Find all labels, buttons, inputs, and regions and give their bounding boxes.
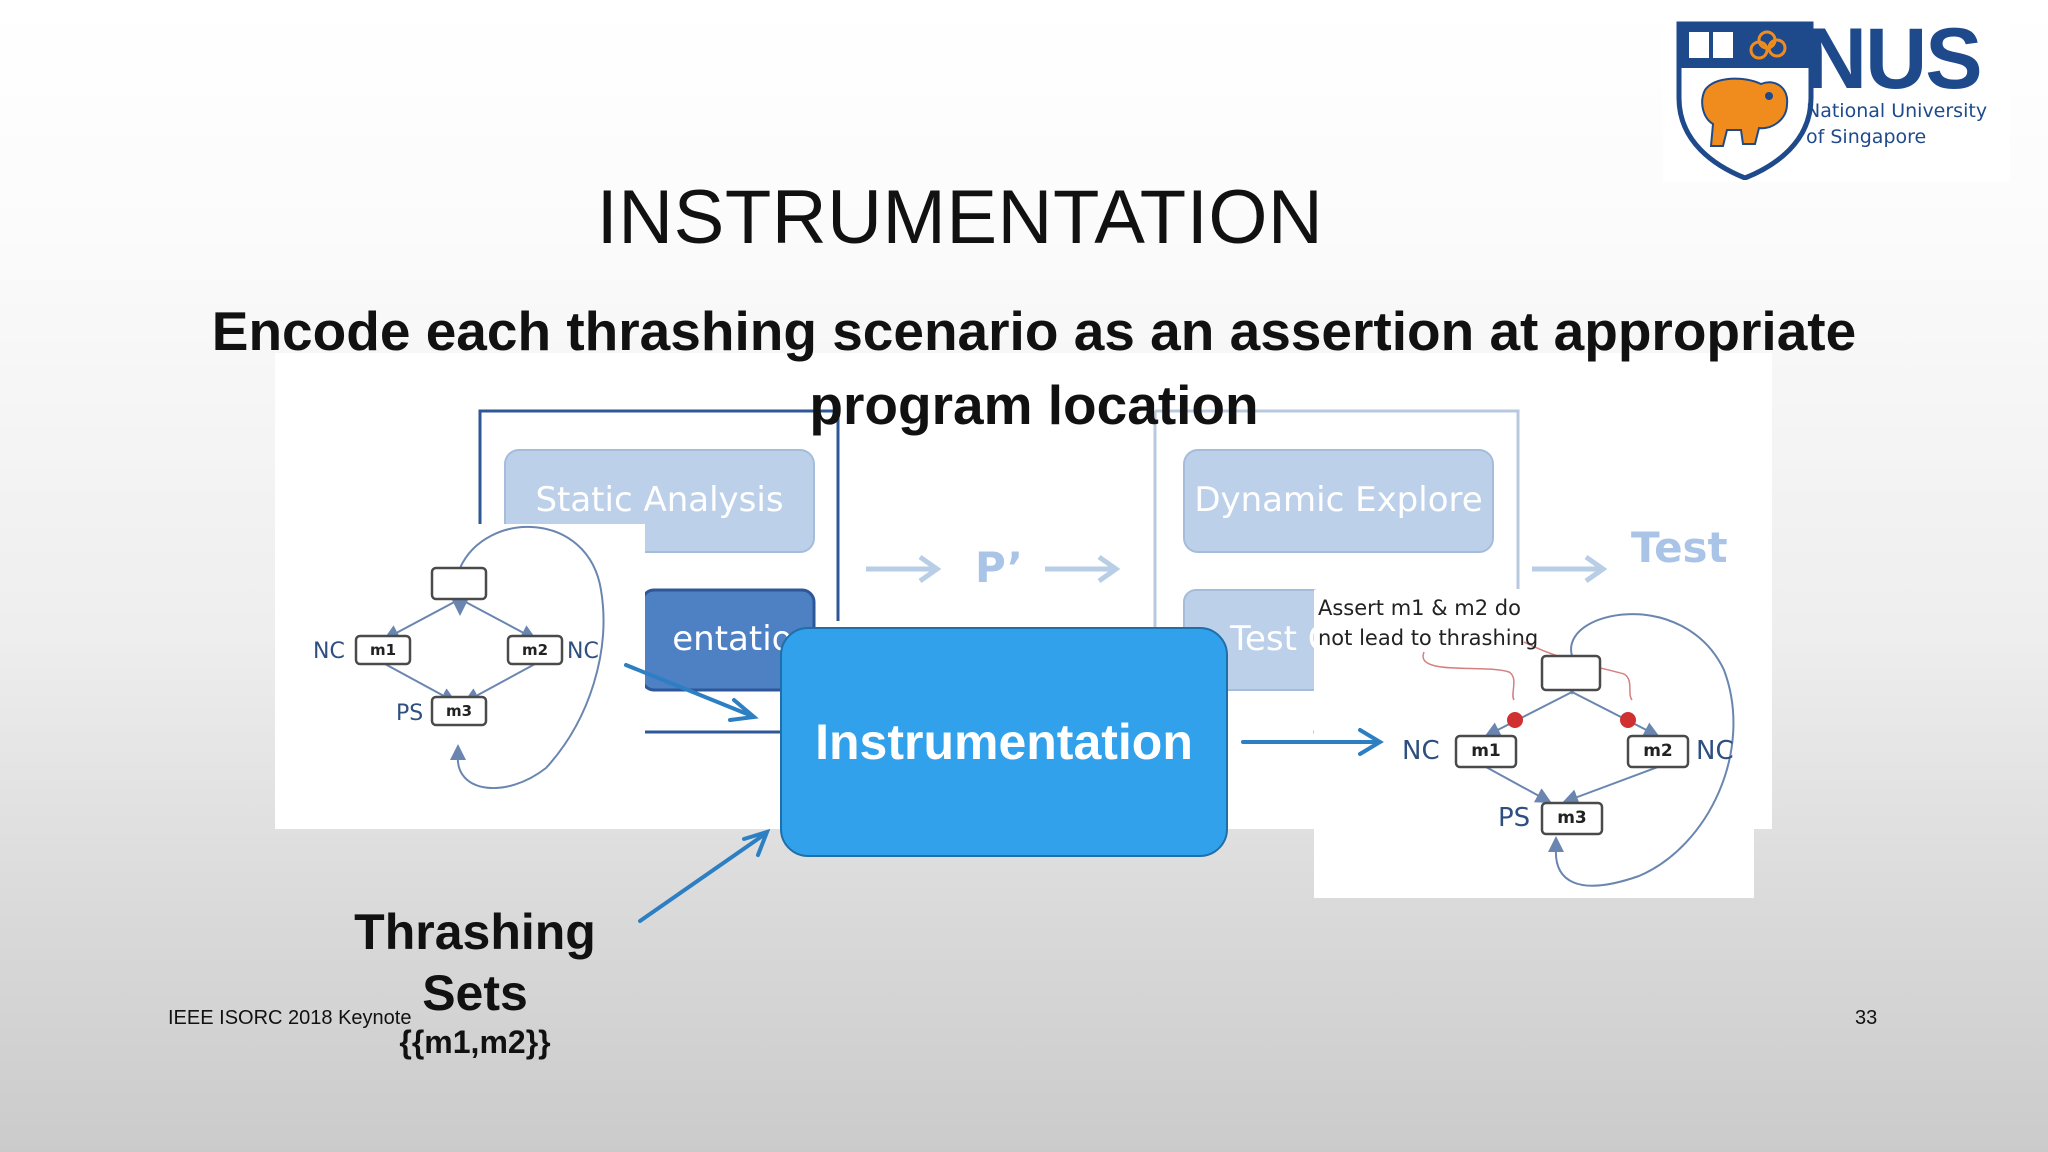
left-cfg-m2-tag: NC — [567, 639, 599, 664]
arrow-thrashing-to-instrumentation — [638, 832, 767, 923]
right-cfg-node-m2 — [1626, 734, 1690, 769]
right-cfg-m3-label: m3 — [1557, 808, 1587, 828]
left-cfg-node-m3 — [430, 695, 488, 727]
p-prime-label: P’ — [975, 543, 1023, 592]
right-cfg-m3-tag: PS — [1498, 803, 1531, 833]
right-cfg-m1-tag: NC — [1402, 736, 1440, 766]
right-cfg-entry-node — [1540, 654, 1602, 692]
assert-annotation-line2: not lead to thrashing — [1318, 626, 1539, 650]
left-cfg-entry-node — [430, 566, 488, 601]
left-cfg-node-m2 — [506, 634, 564, 666]
left-cfg-m3-tag: PS — [396, 701, 424, 726]
slide-title: INSTRUMENTATION — [596, 175, 1324, 260]
right-cfg-m2-tag: NC — [1696, 736, 1734, 766]
left-cfg-m2-label: m2 — [521, 641, 549, 659]
right-cfg-diagram: Assert m1 & m2 do not lead to thrashing … — [1314, 590, 1754, 898]
nus-acronym: NUS — [1805, 11, 1983, 107]
assert-point-m1 — [1507, 712, 1523, 728]
right-cfg-m2-label: m2 — [1643, 741, 1673, 761]
left-cfg-diagram: m1 m2 m3 NC NC PS — [300, 524, 645, 789]
nus-name-line1: National University — [1806, 100, 1988, 122]
right-cfg-m1-label: m1 — [1471, 741, 1501, 761]
page-number: 33 — [1855, 1007, 1878, 1029]
instrumentation-box: Instrumentation — [780, 627, 1228, 857]
assert-point-m2 — [1620, 712, 1636, 728]
thrashing-sets-label: Thrashing Sets — [354, 904, 596, 1021]
footer-text: IEEE ISORC 2018 Keynote — [168, 1007, 412, 1029]
right-cfg-node-m1 — [1454, 734, 1518, 769]
right-cfg-node-m3 — [1540, 801, 1604, 836]
static-analysis-label: Static Analysis — [535, 480, 784, 520]
test-label: Test — [1631, 523, 1728, 572]
dynamic-explore-box — [1183, 449, 1494, 553]
slide-subtitle: Encode each thrashing scenario as an ass… — [211, 300, 1857, 436]
thrashing-sets-value: {{m1,m2}} — [399, 1024, 551, 1060]
left-cfg-node-m1 — [354, 634, 412, 666]
left-cfg-m1-label: m1 — [369, 641, 397, 659]
left-cfg-m1-tag: NC — [313, 639, 345, 664]
nus-name-line2: of Singapore — [1806, 126, 1927, 148]
nus-logo: NUS National University of Singapore — [1663, 14, 2010, 182]
left-cfg-m3-label: m3 — [445, 702, 473, 720]
assert-annotation-line1: Assert m1 & m2 do — [1318, 596, 1521, 620]
instrumentation-box-label: Instrumentation — [815, 714, 1193, 770]
dynamic-explore-label: Dynamic Explore — [1194, 480, 1483, 520]
